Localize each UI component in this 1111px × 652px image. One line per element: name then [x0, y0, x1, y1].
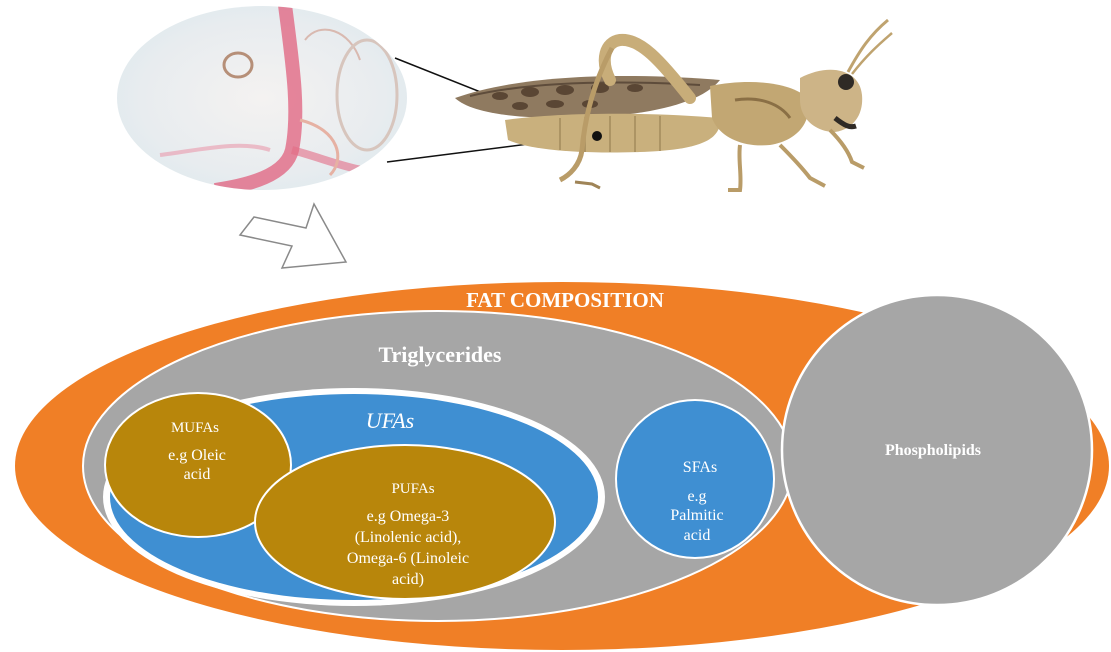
- mufas-heading: MUFAs: [171, 420, 219, 436]
- fat-body-tissue-image: [117, 5, 407, 190]
- pufas-line-2: (Linolenic acid),: [355, 529, 462, 546]
- sfas-line-2: Palmitic: [670, 507, 723, 524]
- pufas-line-4: acid): [392, 571, 424, 588]
- mufas-line-1: e.g Oleic: [168, 447, 226, 464]
- sfas-line-3: acid: [684, 527, 711, 544]
- fat-composition-title: FAT COMPOSITION: [466, 288, 664, 312]
- triglycerides-label: Triglycerides: [379, 342, 502, 367]
- mufas-line-2: acid: [184, 466, 211, 483]
- pufas-line-1: e.g Omega-3: [367, 508, 450, 525]
- phospholipids-label: Phospholipids: [885, 442, 981, 459]
- locust-image: [455, 20, 892, 190]
- pufas-line-3: Omega-6 (Linoleic: [347, 550, 469, 567]
- down-arrow-icon: [240, 204, 346, 268]
- ufas-label: UFAs: [366, 408, 415, 433]
- sfas-heading: SFAs: [683, 459, 717, 476]
- sfas-line-1: e.g: [687, 488, 706, 505]
- pufas-heading: PUFAs: [391, 481, 434, 497]
